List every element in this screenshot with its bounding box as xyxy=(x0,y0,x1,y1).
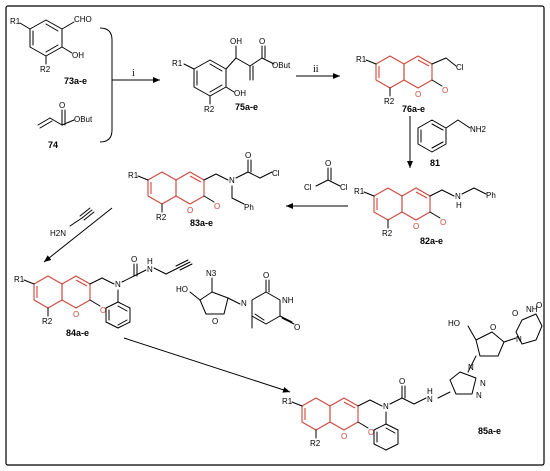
c84-r2: R2 xyxy=(42,317,53,326)
azt-o: O xyxy=(212,317,218,326)
c76-cl: Cl xyxy=(456,63,464,72)
compound-81: NH2 81 xyxy=(417,119,487,168)
c75-obut: OBut xyxy=(272,61,291,70)
c85-o1: O xyxy=(341,432,347,441)
compound-82: R1 N H Ph O O R2 82a-e xyxy=(354,187,496,246)
c85-n-t2: N xyxy=(476,391,482,400)
c84-r1: R1 xyxy=(14,275,25,284)
c85-n: N xyxy=(383,402,389,411)
c85-o-u1: O xyxy=(512,309,518,318)
azt-o-a: O xyxy=(263,271,269,280)
c84-o1: O xyxy=(73,310,79,319)
c85-nh-uracil: NH xyxy=(526,305,538,314)
c84-n: N xyxy=(115,280,121,289)
c83-ph: Ph xyxy=(244,203,254,212)
c82-r1: R1 xyxy=(354,187,365,196)
azt-nh: NH xyxy=(282,296,294,305)
c73-oh: OH xyxy=(72,51,84,60)
azt-n: N xyxy=(241,299,247,308)
c82-n: N xyxy=(455,192,461,201)
c76-o2: O xyxy=(442,86,448,95)
c73-label: 73a-e xyxy=(64,76,87,86)
azt-ho: HO xyxy=(176,285,188,294)
c85-o-sugar: O xyxy=(490,323,496,332)
c82-o2: O xyxy=(440,218,446,227)
reagent-cl2: Cl xyxy=(340,183,348,192)
compound-73: R1 CHO OH R2 73a-e xyxy=(10,15,92,86)
azt-o-b: O xyxy=(294,323,300,332)
compound-75: R1 OH O OBut OH R2 75a-e xyxy=(172,37,291,114)
c83-n: N xyxy=(229,176,235,185)
c76-o1: O xyxy=(415,90,421,99)
c74-obut: OBut xyxy=(74,115,93,124)
c73-r1: R1 xyxy=(10,17,21,26)
c75-r1: R1 xyxy=(172,59,183,68)
azt-n3: N3 xyxy=(206,269,217,278)
compound-74: O OBut 74 xyxy=(37,101,93,150)
c85-n-amine: N xyxy=(427,395,433,404)
propargyl-h2n: H2N xyxy=(50,229,66,238)
c82-h: H xyxy=(456,201,462,210)
c82-ph: Ph xyxy=(486,191,496,200)
c85-o-u2: O xyxy=(536,301,542,310)
c76-label: 76a-e xyxy=(402,104,425,114)
c85-n-t3: N xyxy=(480,379,486,388)
c75-r2: R2 xyxy=(204,105,215,114)
c85-n-t1: N xyxy=(468,363,474,372)
c85-o2: O xyxy=(368,428,374,437)
reagent-o: O xyxy=(325,159,331,168)
compound-84: R1 N O N H O O R2 84a-e xyxy=(14,255,193,338)
c76-r2: R2 xyxy=(384,97,395,106)
c83-label: 83a-e xyxy=(190,218,213,228)
compound-85: R1 N O N H N N N HO O N NH O O O O R2 85… xyxy=(282,301,543,451)
reagent-chloroacetyl-chloride: Cl O Cl xyxy=(304,159,348,192)
c83-o1: O xyxy=(187,206,193,215)
c74-o: O xyxy=(59,101,65,110)
c75-o: O xyxy=(259,37,265,46)
c84-n2: N xyxy=(147,265,153,274)
c85-label: 85a-e xyxy=(478,426,501,436)
reagent-azt: N3 HO O N O NH O xyxy=(176,269,300,332)
c83-r1: R1 xyxy=(128,171,139,180)
c83-cl: Cl xyxy=(272,169,280,178)
c73-r2: R2 xyxy=(40,65,51,74)
c73-cho: CHO xyxy=(74,15,92,24)
c76-r1: R1 xyxy=(356,55,367,64)
reagent-propargylamine: H2N xyxy=(50,207,95,238)
scheme-frame xyxy=(5,5,545,466)
c84-h: H xyxy=(147,257,153,266)
compound-76: R1 Cl O O R2 76a-e xyxy=(356,55,464,114)
condition-ii: ii xyxy=(313,64,319,75)
c85-h: H xyxy=(427,387,433,396)
reagent-cl1: Cl xyxy=(304,183,312,192)
c75-oh-top: OH xyxy=(230,37,242,46)
c75-label: 75a-e xyxy=(235,102,258,112)
c85-ho: HO xyxy=(448,319,460,328)
c85-n-uracil: N xyxy=(516,335,522,344)
condition-i: i xyxy=(132,68,135,79)
c82-r2: R2 xyxy=(382,229,393,238)
c83-r2: R2 xyxy=(156,213,167,222)
c81-nh2: NH2 xyxy=(470,125,487,134)
c83-o2: O xyxy=(214,202,220,211)
c82-o1: O xyxy=(413,222,419,231)
c82-label: 82a-e xyxy=(420,236,443,246)
c84-o: O xyxy=(131,255,137,264)
c74-label: 74 xyxy=(48,140,58,150)
compound-83: R1 N O Cl Ph O O R2 83a-e xyxy=(128,151,280,228)
c81-label: 81 xyxy=(430,158,440,168)
c85-r1: R1 xyxy=(282,397,293,406)
c75-oh-ring: OH xyxy=(234,89,246,98)
c84-o2: O xyxy=(100,306,106,315)
c83-o: O xyxy=(245,151,251,160)
c85-o: O xyxy=(399,377,405,386)
c84-label: 84a-e xyxy=(66,328,89,338)
c85-r2: R2 xyxy=(310,439,321,448)
